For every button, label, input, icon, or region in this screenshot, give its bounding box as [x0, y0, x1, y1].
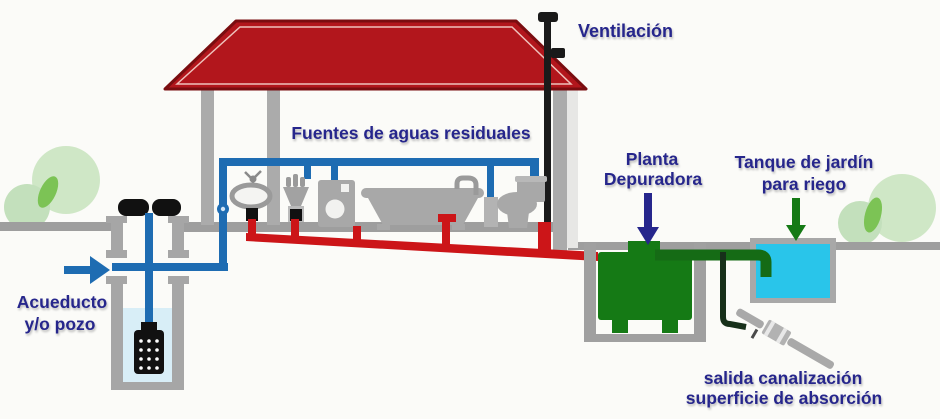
supply-pipes	[64, 158, 539, 328]
garden-tank-arrow-icon	[786, 198, 806, 241]
irrigation-pipe	[655, 249, 772, 277]
label-treatment-plant-line2: Depuradora	[604, 169, 702, 189]
toilet-icon	[497, 176, 547, 228]
tree-left-icon	[4, 146, 100, 230]
treatment-plant-arrow-icon	[637, 193, 659, 245]
supply-arrow-icon	[64, 266, 90, 274]
utility-sink-icon	[283, 174, 309, 222]
pressure-tank-icon	[118, 199, 181, 216]
label-absorption-outlet-line1: salida canalización	[704, 368, 863, 388]
pipe-junction	[220, 206, 226, 212]
well-outlet-pipe	[112, 263, 228, 271]
label-wastewater-sources: Fuentes de aguas residuales	[291, 123, 531, 143]
pump-icon	[134, 322, 164, 374]
sink-icon	[229, 170, 273, 221]
label-garden-tank-line1: Tanque de jardín	[735, 152, 874, 172]
label-ventilation: Ventilación	[578, 21, 673, 41]
supply-main-pipe	[219, 158, 539, 166]
label-water-supply-line1: Acueducto	[17, 292, 107, 312]
vent-pipe	[538, 12, 565, 225]
label-absorption-outlet-line2: superficie de absorción	[686, 388, 882, 408]
house-right-wall	[553, 88, 567, 252]
label-garden-tank-line2: para riego	[762, 174, 847, 194]
label-treatment-plant-line1: Planta	[626, 149, 679, 169]
fixture-stand	[484, 197, 498, 227]
drain-pipes	[246, 214, 598, 261]
label-water-supply-line2: y/o pozo	[25, 314, 96, 334]
absorption-branch-pipe	[720, 252, 747, 330]
house-roof	[163, 19, 588, 91]
treatment-plant	[598, 241, 692, 333]
absorption-outlet-icon	[736, 308, 835, 369]
garden-tank	[750, 238, 836, 303]
soil-stack-pipe	[538, 222, 551, 254]
house-column	[267, 89, 280, 225]
house-column	[201, 89, 214, 225]
drain-main-pipe	[246, 233, 598, 261]
washing-machine-icon	[318, 180, 355, 227]
treatment-pit	[584, 243, 706, 342]
tub-faucet-icon	[454, 175, 479, 195]
tree-right-icon	[838, 174, 936, 245]
